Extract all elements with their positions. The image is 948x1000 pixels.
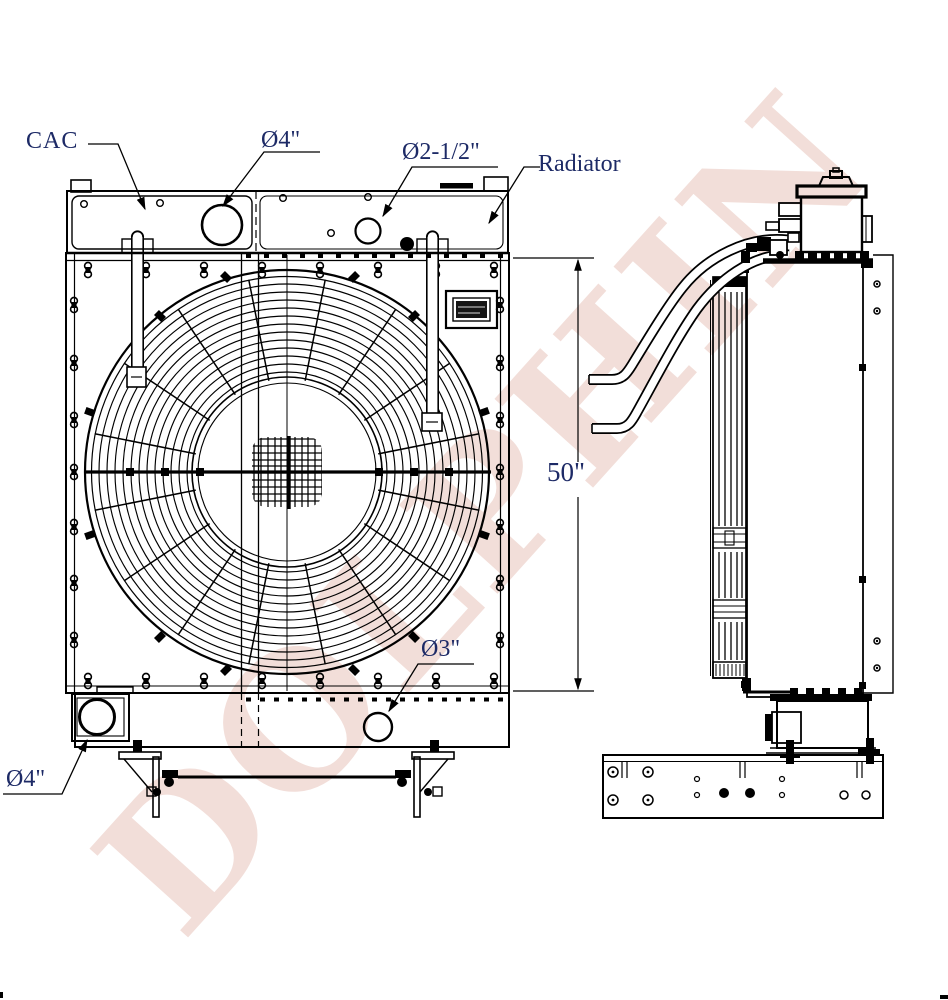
mounting-brackets: [118, 740, 455, 818]
base-bolt-holes: [607, 766, 871, 806]
side-body-panel: [746, 254, 894, 698]
guard-spokes: [94, 279, 480, 665]
label-port-4in-top: Ø4": [261, 127, 301, 153]
nameplate: [444, 289, 499, 330]
side-top-tank: [741, 167, 873, 268]
guard-clips: [84, 270, 490, 677]
side-base-plate: [602, 754, 884, 819]
label-port-2half-in: Ø2-1/2": [402, 139, 480, 165]
label-radiator: Radiator: [538, 151, 621, 177]
leader-lines: [3, 143, 540, 795]
front-view: [65, 176, 510, 818]
port-4in-bottom: [78, 698, 116, 736]
side-view: [588, 167, 894, 819]
fan-guard: [83, 268, 491, 677]
label-cac: CAC: [26, 128, 79, 154]
leader-2half-in: [382, 166, 498, 218]
leader-4in-top: [222, 151, 320, 208]
tank-bolts: [79, 192, 373, 237]
front-bottom-tank: [71, 686, 510, 748]
leader-radiator: [488, 166, 540, 225]
port-4in-top: [200, 203, 244, 247]
dimension-50: [513, 257, 594, 692]
side-bottom-tank: [765, 688, 880, 764]
front-top-tank: [66, 176, 509, 258]
top-bar: [440, 183, 473, 189]
port-3in: [362, 711, 394, 743]
leader-4in-bottom: [3, 738, 88, 795]
top-right-tab: [483, 176, 509, 192]
center-bar-clamps: [126, 468, 453, 476]
side-core-column: [710, 266, 795, 694]
top-left-tab: [70, 179, 92, 193]
port-2half-in: [354, 217, 382, 245]
tie-rods: [121, 230, 449, 432]
leader-cac: [88, 143, 146, 211]
leader-3in: [388, 663, 474, 713]
filler-cap: [400, 237, 414, 251]
side-pipes: [588, 234, 790, 434]
label-port-4in-bottom: Ø4": [6, 766, 46, 792]
crop-marks: [0, 992, 948, 999]
label-port-3in: Ø3": [421, 636, 461, 662]
label-height-50in: 50": [547, 457, 586, 487]
panel-bolts: [873, 280, 881, 672]
top-flange: [741, 251, 873, 268]
